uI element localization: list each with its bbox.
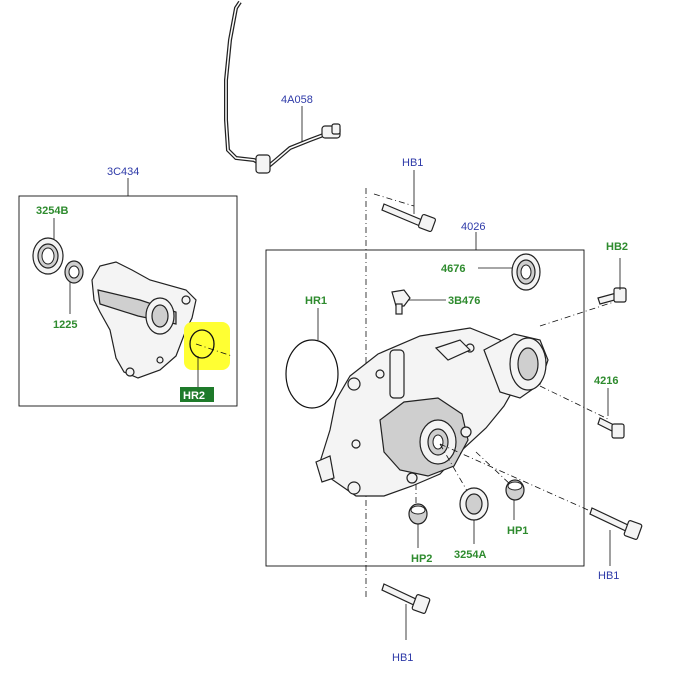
axis-hb2 [539,299,621,327]
label-3b476[interactable]: 3B476 [448,295,480,307]
axis-hp1 [475,451,513,487]
bolt-hb1-right[interactable] [589,507,643,540]
label-hp2[interactable]: HP2 [411,553,432,565]
label-4026[interactable]: 4026 [461,221,485,233]
tag-hr2 [180,387,214,402]
label-3c434[interactable]: 3C434 [107,166,139,178]
extension-housing[interactable] [91,261,197,379]
o-ring-hr2-highlight[interactable] [184,322,233,370]
sensor-3b476[interactable] [391,289,411,315]
label-hr1[interactable]: HR1 [305,295,327,307]
bolt-hb2[interactable] [597,287,627,305]
bolt-hb1-bottom[interactable] [381,583,431,614]
label-4216[interactable]: 4216 [594,375,618,387]
plug-hp1[interactable] [505,479,525,501]
label-3254a[interactable]: 3254A [454,549,486,561]
axis-4216 [539,385,611,421]
group-frame-3c434 [18,195,238,407]
label-4a058[interactable]: 4A058 [281,94,313,106]
axis-hb1-top [373,193,415,207]
label-hb2[interactable]: HB2 [606,241,628,253]
bolt-hb1-top[interactable] [381,203,437,233]
label-3254b[interactable]: 3254B [36,205,68,217]
o-ring-hr1[interactable] [285,339,339,409]
label-hb1-top[interactable]: HB1 [402,157,423,169]
group-frame-4026 [265,249,585,567]
seal-3254b[interactable] [32,237,64,275]
label-hb1-right[interactable]: HB1 [598,570,619,582]
label-1225[interactable]: 1225 [53,319,77,331]
axis-hb1-right [439,443,607,519]
label-hb1-bottom[interactable]: HB1 [392,652,413,664]
label-hr2[interactable]: HR2 [183,390,205,402]
tube-4a058[interactable] [224,0,341,174]
seal-3254a[interactable] [459,487,489,521]
axis-3254a [439,443,471,497]
bearing-1225[interactable] [64,260,84,284]
differential-housing[interactable] [315,327,549,497]
seal-4676[interactable] [511,253,541,291]
bolt-4216[interactable] [597,417,625,439]
label-4676[interactable]: 4676 [441,263,465,275]
label-hp1[interactable]: HP1 [507,525,528,537]
plug-hp2[interactable] [408,503,428,525]
